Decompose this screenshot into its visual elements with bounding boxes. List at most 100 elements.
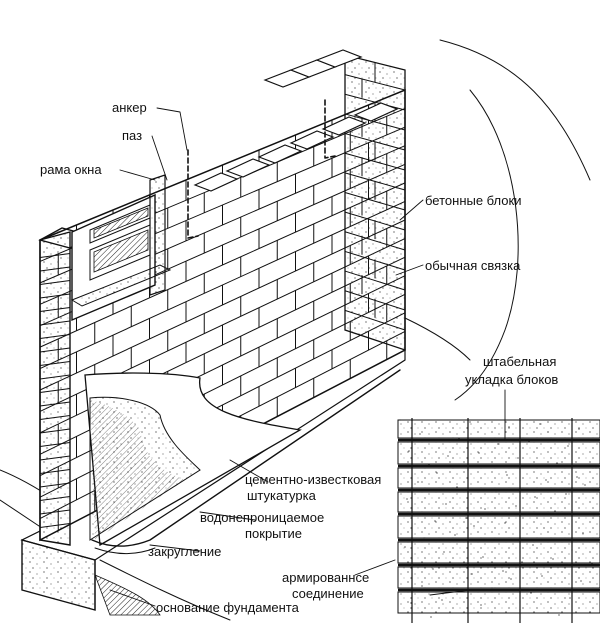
stack-block: [519, 467, 573, 489]
stack-speckle: [443, 551, 445, 553]
stack-speckle: [567, 445, 569, 447]
stack-speckle: [421, 585, 423, 587]
window-glass-bottom: [93, 229, 149, 273]
stack-speckle: [552, 558, 554, 560]
leader-lines: [109, 107, 506, 607]
pier-bed-joint: [39, 401, 71, 407]
cove-at-base: [91, 369, 401, 555]
stack-block: [467, 441, 521, 465]
stack-block: [397, 515, 413, 539]
end-pier: [38, 227, 94, 546]
stack-block: [411, 491, 469, 513]
stack-speckle: [595, 467, 597, 469]
stack-speckle: [399, 419, 401, 421]
stack-speckle: [469, 421, 471, 423]
stack-speckle: [569, 597, 571, 599]
stack-speckle: [515, 505, 517, 507]
stack-speckle: [539, 423, 541, 425]
stack-speckle: [482, 556, 484, 558]
side-bed-joint: [344, 74, 406, 91]
stack-block: [467, 491, 521, 513]
stack-speckle: [504, 522, 506, 524]
anchor-rods: [187, 99, 336, 239]
stack-block: [411, 515, 469, 539]
stack-speckle: [543, 527, 545, 529]
stack-speckle: [447, 455, 449, 457]
top-block: [225, 158, 271, 178]
plaster-layer: [84, 372, 302, 547]
stack-block: [411, 566, 469, 589]
stack-speckle: [484, 508, 486, 510]
stack-block: [397, 491, 413, 513]
stack-speckle: [558, 614, 560, 616]
stack-speckle: [458, 438, 460, 440]
stack-speckle: [445, 503, 447, 505]
stack-speckle: [434, 520, 436, 522]
stack-speckle: [456, 486, 458, 488]
stack-block: [467, 419, 521, 439]
stack-block: [397, 467, 413, 489]
pier-bed-joint: [39, 347, 71, 353]
label-reinforced-line1: армированнсе: [282, 570, 369, 585]
stack-speckle: [510, 578, 512, 580]
stack-speckle: [497, 443, 499, 445]
side-bed-joint: [344, 152, 406, 171]
stack-block: [411, 441, 469, 465]
pier-bed-joint: [39, 388, 71, 393]
stack-block: [411, 591, 469, 614]
stack-speckle: [530, 592, 532, 594]
stack-speckle: [467, 469, 469, 471]
side-bed-joint: [344, 270, 406, 291]
stack-speckle: [506, 474, 508, 476]
side-bed-joint: [344, 192, 406, 211]
stack-speckle: [580, 580, 582, 582]
stack-block: [397, 419, 413, 439]
label-window-frame: рама окна: [40, 162, 102, 177]
stack-block: [411, 419, 469, 439]
top-block: [353, 102, 399, 122]
label-stack-bond-line2: укладка блоков: [465, 372, 558, 387]
stack-speckle: [423, 537, 425, 539]
stack-speckle: [547, 431, 549, 433]
stack-block: [519, 591, 573, 614]
pier-bed-joint: [39, 496, 71, 501]
stack-speckle: [584, 484, 586, 486]
pier-bed-joint: [39, 266, 71, 272]
stack-block: [519, 541, 573, 564]
pier-bed-joint: [39, 320, 71, 326]
stack-block: [571, 515, 600, 539]
stack-block: [519, 491, 573, 513]
top-block: [321, 116, 367, 136]
pier-bed-joint: [39, 428, 71, 434]
pier-bed-joint: [39, 469, 71, 474]
stack-speckle: [432, 568, 434, 570]
stack-speckle: [480, 604, 482, 606]
stack-block: [519, 441, 573, 465]
stack-bond-inset: [397, 418, 600, 623]
pier-bed-joint: [39, 374, 71, 380]
stack-speckle: [465, 517, 467, 519]
label-reinforced-line2: соединение: [292, 586, 364, 601]
stack-speckle: [495, 491, 497, 493]
stack-speckle: [554, 510, 556, 512]
stack-block: [571, 419, 600, 439]
stack-speckle: [565, 493, 567, 495]
stack-speckle: [508, 426, 510, 428]
stack-speckle: [428, 464, 430, 466]
stack-block: [571, 566, 600, 589]
stack-block: [571, 591, 600, 614]
stack-speckle: [436, 472, 438, 474]
stack-block: [397, 591, 413, 614]
pier-bed-joint: [39, 280, 71, 285]
side-bed-joint: [344, 113, 406, 131]
label-waterproof-line1: водонепроницаемое: [200, 510, 324, 525]
stack-speckle: [441, 599, 443, 601]
labels: анкер паз рама окна бетонные блоки обычн…: [40, 100, 558, 615]
stack-block: [467, 541, 521, 564]
stack-block: [467, 515, 521, 539]
stack-speckle: [521, 561, 523, 563]
label-concrete-blocks: бетонные блоки: [425, 193, 521, 208]
stack-block: [467, 566, 521, 589]
top-block: [289, 130, 335, 150]
stack-speckle: [593, 515, 595, 517]
